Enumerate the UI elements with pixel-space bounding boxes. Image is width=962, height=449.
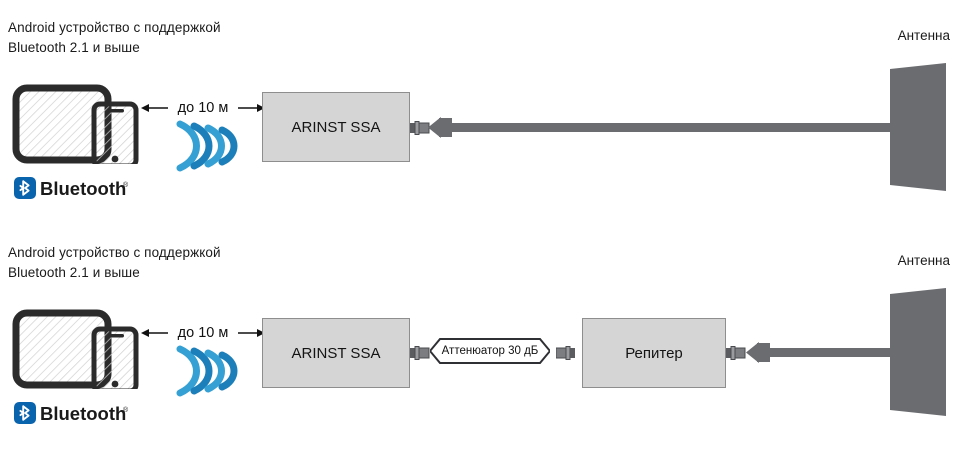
bluetooth-logo-bottom: Bluetooth ® [14, 401, 134, 425]
svg-text:Bluetooth: Bluetooth [40, 178, 126, 199]
bluetooth-logo-top: Bluetooth ® [14, 176, 134, 200]
diagram-top: Android устройство с поддержкой Bluetoot… [0, 0, 962, 224]
svg-text:®: ® [123, 406, 129, 414]
diagram-bottom: Android устройство с поддержкой Bluetoot… [0, 225, 962, 449]
antenna-label-top: Антенна [897, 28, 950, 43]
coax-cable-top [448, 123, 896, 132]
bluetooth-signal-waves-icon-bottom [176, 345, 248, 397]
sma-connector-icon-repeater-left [555, 345, 578, 361]
sma-connector-icon-ssa-right [410, 345, 432, 361]
repeater-label: Репитер [625, 344, 683, 362]
bluetooth-signal-waves-icon-top [176, 120, 248, 172]
antenna-icon-bottom [886, 288, 948, 421]
android-devices-icon-top [12, 84, 152, 169]
android-devices-icon-bottom [12, 309, 152, 394]
svg-text:®: ® [123, 181, 129, 189]
caption-android-device-bottom: Android устройство с поддержкой Bluetoot… [8, 245, 221, 280]
arinst-ssa-label-top: ARINST SSA [291, 118, 381, 136]
repeater-box[interactable]: Репитер [582, 318, 726, 388]
cable-arrow-top [428, 114, 452, 146]
attenuator-block[interactable]: Аттенюатор 30 дБ [428, 337, 552, 365]
distance-arrow-bottom: до 10 м [140, 321, 266, 345]
attenuator-label: Аттенюатор 30 дБ [441, 345, 539, 357]
antenna-icon-top [886, 63, 948, 196]
distance-arrow-top: до 10 м [140, 96, 266, 120]
sma-connector-icon-repeater-right [726, 345, 748, 361]
svg-text:Bluetooth: Bluetooth [40, 403, 126, 424]
coax-cable-bottom [766, 348, 896, 357]
cable-arrow-bottom [746, 339, 770, 371]
antenna-label-bottom: Антенна [897, 253, 950, 268]
arinst-ssa-box-top[interactable]: ARINST SSA [262, 92, 410, 162]
distance-label-bottom: до 10 м [177, 325, 229, 341]
caption-android-device-top: Android устройство с поддержкой Bluetoot… [8, 20, 221, 55]
arinst-ssa-label-bottom: ARINST SSA [291, 344, 381, 362]
distance-label-top: до 10 м [177, 100, 229, 116]
arinst-ssa-box-bottom[interactable]: ARINST SSA [262, 318, 410, 388]
